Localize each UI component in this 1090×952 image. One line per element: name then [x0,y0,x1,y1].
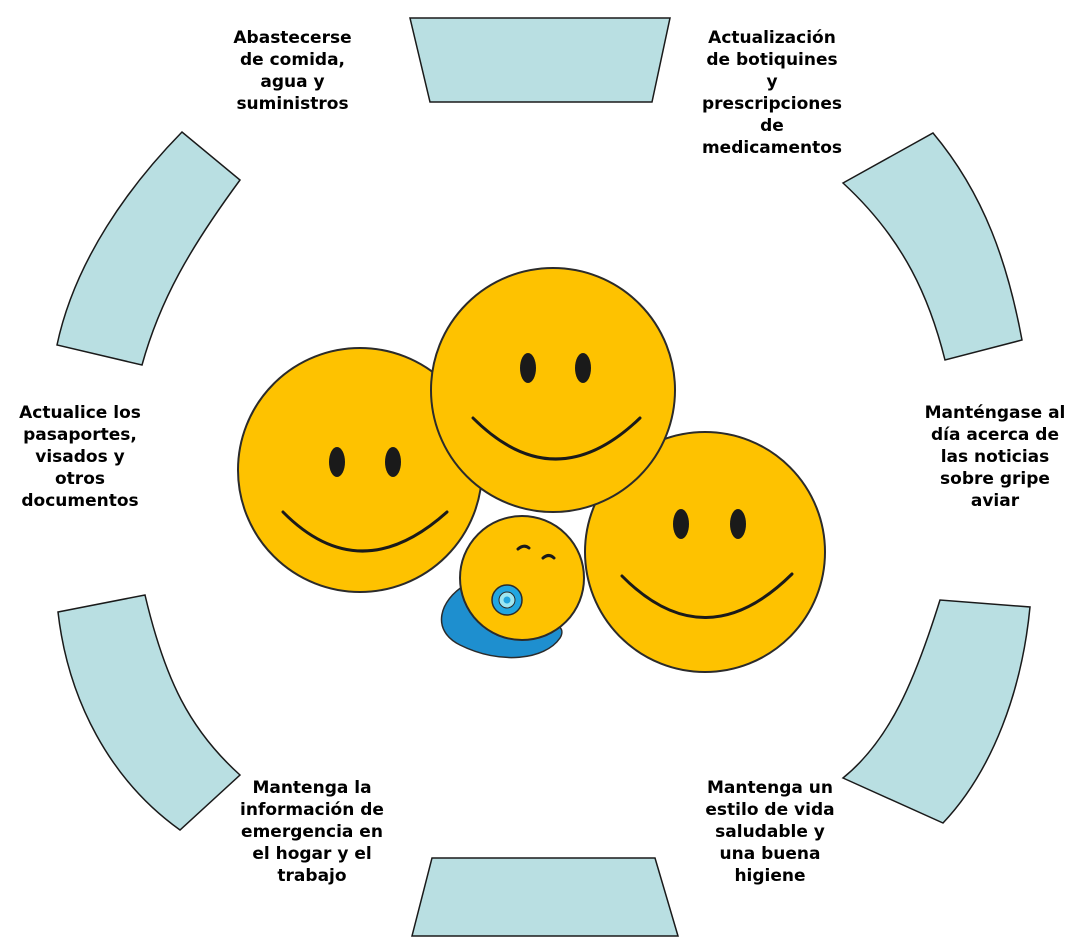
label-line: el hogar y el [252,844,372,864]
label-line: información de [240,800,384,820]
label-line: Mantenga la [252,778,372,798]
baby-eye [541,554,556,560]
label-line: las noticias [940,447,1050,467]
label-line: higiene [734,866,806,886]
label-line: visados y [35,447,125,467]
ring-segments [56,17,1031,937]
label-line: otros [55,469,105,489]
smiley-top [430,267,676,513]
smiley-top-eye [520,353,536,383]
ring-segment-upper-left [56,130,242,366]
smiley-top-face [430,267,676,513]
smiley-top-mouth [471,416,642,461]
smiley-left-mouth [281,510,449,553]
ring-segment-bottom [411,857,680,937]
label-line: estilo de vida [705,800,835,820]
ring-segment-lower-right [841,599,1031,824]
pacifier-dot [503,596,511,604]
ring-segment-upper-right [841,132,1023,361]
label-line: documentos [21,491,139,511]
smiley-left-eye [385,447,401,477]
label-line: y [766,72,778,92]
center-illustration [237,267,826,673]
label-line: suministros [236,94,349,114]
label-line: de comida, [239,50,345,70]
label-line: Mantenga un [706,778,833,798]
label-line: agua y [260,72,325,92]
label-line: emergencia en [241,822,383,842]
label-line: de [760,116,784,136]
smiley-right [584,431,826,673]
label-line: una buena [719,844,821,864]
label-line: prescripciones [702,94,842,114]
ring-segment-lower-left [57,594,242,831]
smiley-top-eye [575,353,591,383]
label-line: Manténgase al [924,403,1066,423]
label-line: saludable y [715,822,825,842]
smiley-right-mouth [620,572,794,619]
label-line: Actualización [708,28,836,48]
baby-eye [516,544,531,551]
smiley-right-eye [673,509,689,539]
label-line: pasaportes, [23,425,137,445]
label-line: sobre gripe [940,469,1050,489]
label-line: aviar [970,491,1020,511]
ring-segment-top [409,17,671,103]
smiley-right-face [584,431,826,673]
smiley-left-eye [329,447,345,477]
label-line: medicamentos [701,138,843,158]
label-line: de botiquines [706,50,838,70]
smiley-right-eye [730,509,746,539]
baby-face [459,515,585,641]
label-line: Abastecerse [233,28,352,48]
smiley-left [237,347,483,593]
label-line: trabajo [277,866,347,886]
label-line: día acerca de [930,425,1059,445]
smiley-baby [440,515,585,659]
label-line: Actualice los [19,403,141,423]
